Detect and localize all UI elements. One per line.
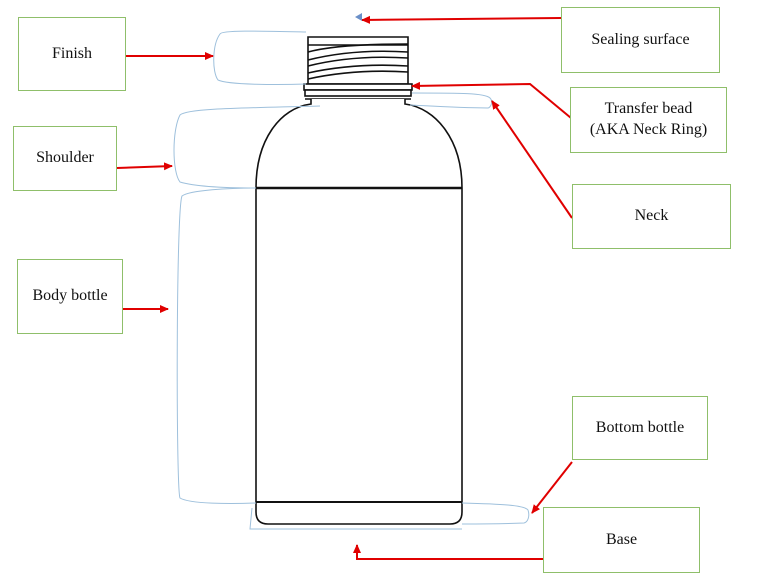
- label-finish: Finish: [18, 17, 126, 91]
- label-sealing-surface: Sealing surface: [561, 7, 720, 73]
- neck-bracket: [409, 92, 493, 109]
- label-bottom-bottle: Bottom bottle: [572, 396, 708, 460]
- bottom-bracket: [461, 502, 530, 525]
- sealing-surface-marker: [355, 13, 362, 21]
- transfer-bead-arrow: [411, 81, 572, 119]
- label-neck: Neck: [572, 184, 731, 249]
- bottom-bottle-arrow: [531, 461, 573, 514]
- label-transfer-bead: Transfer bead (AKA Neck Ring): [570, 87, 727, 153]
- neck-arrow: [491, 100, 573, 219]
- finish-bracket: [213, 30, 307, 86]
- label-base: Base: [543, 507, 700, 573]
- bottle-drawing: [255, 36, 463, 525]
- shoulder-bracket: [173, 105, 321, 189]
- label-shoulder: Shoulder: [13, 126, 117, 191]
- pointer-arrows: [116, 15, 573, 560]
- bottle-transfer-bead: [303, 83, 413, 100]
- label-body-bottle: Body bottle: [17, 259, 123, 334]
- bottle-body-outline: [255, 99, 463, 525]
- base-arrow: [353, 544, 543, 560]
- bottle-finish: [307, 36, 409, 85]
- base-bracket: [249, 507, 462, 530]
- sealing-surface-arrow: [361, 15, 562, 24]
- shoulder-arrow: [116, 162, 173, 171]
- body-bracket: [176, 187, 257, 504]
